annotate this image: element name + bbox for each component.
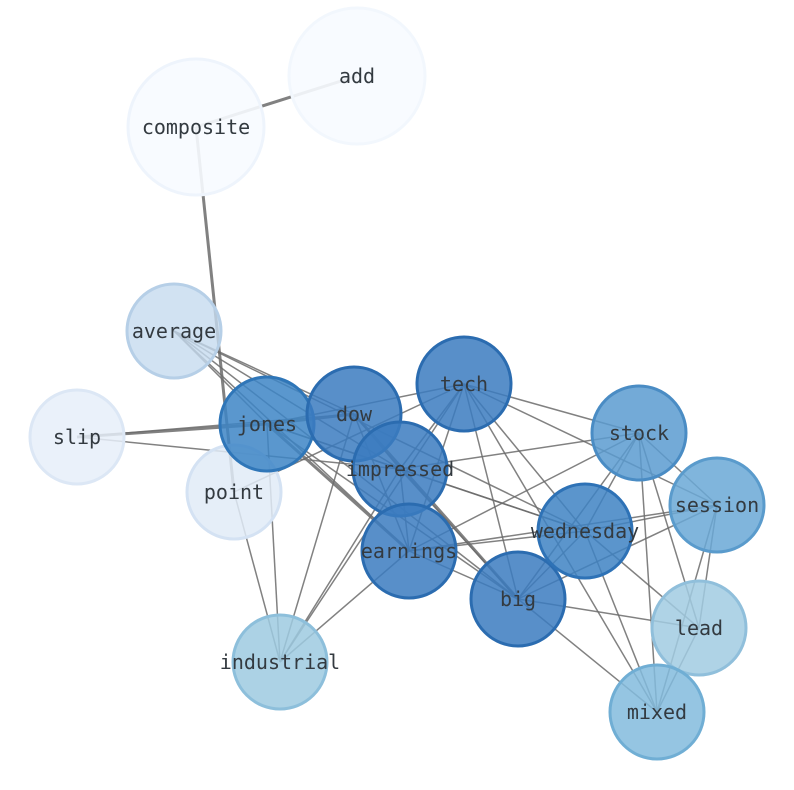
node-label-session: session: [675, 493, 759, 517]
node-circle-wednesday: [536, 482, 634, 580]
node-circle-add: [287, 6, 427, 146]
node-lead: lead: [650, 579, 748, 677]
node-tech: tech: [415, 335, 513, 433]
node-session: session: [668, 456, 766, 554]
node-earnings: earnings: [360, 502, 458, 600]
edge-average-big: [173, 330, 519, 600]
node-label-big: big: [500, 587, 536, 611]
node-label-industrial: industrial: [220, 650, 340, 674]
node-label-jones: jones: [237, 412, 297, 436]
node-impressed: impressed: [346, 420, 454, 518]
node-mixed: mixed: [608, 663, 706, 761]
node-big: big: [469, 550, 567, 648]
node-label-stock: stock: [609, 421, 669, 445]
node-label-point: point: [204, 480, 264, 504]
node-label-slip: slip: [53, 425, 101, 449]
node-add: add: [287, 6, 427, 146]
node-label-mixed: mixed: [627, 700, 687, 724]
node-circle-average: [125, 282, 223, 380]
node-label-lead: lead: [675, 616, 723, 640]
node-circle-slip: [28, 388, 126, 486]
node-slip: slip: [28, 388, 126, 486]
node-industrial: industrial: [220, 613, 340, 711]
nodes-layer: add composite average slip point jones dow tech…: [28, 6, 766, 761]
node-wednesday: wednesday: [531, 482, 639, 580]
node-label-composite: composite: [142, 115, 250, 139]
node-label-average: average: [132, 319, 216, 343]
node-circle-composite: [126, 57, 266, 197]
node-average: average: [125, 282, 223, 380]
node-stock: stock: [590, 384, 688, 482]
node-circle-industrial: [231, 613, 329, 711]
node-circle-mixed: [608, 663, 706, 761]
node-label-impressed: impressed: [346, 457, 454, 481]
node-circle-session: [668, 456, 766, 554]
node-jones: jones: [218, 375, 316, 473]
node-label-earnings: earnings: [361, 539, 457, 563]
node-label-tech: tech: [440, 372, 488, 396]
node-label-wednesday: wednesday: [531, 519, 639, 543]
node-circle-stock: [590, 384, 688, 482]
node-circle-earnings: [360, 502, 458, 600]
node-circle-lead: [650, 579, 748, 677]
node-circle-tech: [415, 335, 513, 433]
node-label-add: add: [339, 64, 375, 88]
node-label-dow: dow: [336, 402, 373, 426]
node-circle-big: [469, 550, 567, 648]
node-composite: composite: [126, 57, 266, 197]
